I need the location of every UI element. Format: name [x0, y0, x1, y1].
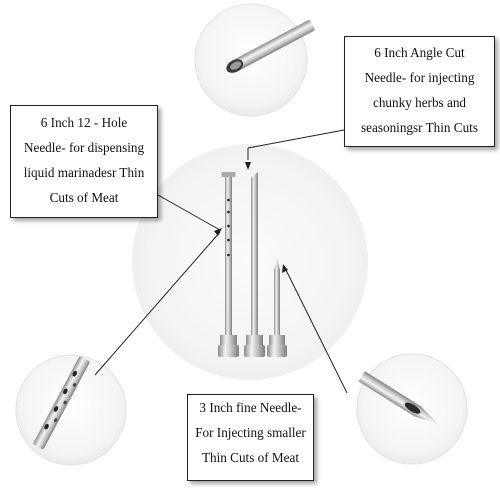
callout-line: Thin Cuts of Meat [201, 450, 300, 465]
angle-cut-needle [244, 172, 265, 357]
twelve-hole-needle [218, 172, 239, 357]
callout-line: Needle- for dispensing [23, 140, 145, 155]
callout-line: Cuts of Meat [49, 190, 119, 205]
callout-line: 3 Inch fine Needle- [199, 400, 302, 415]
twelve-hole-needle-icon [33, 356, 90, 450]
twelve-hole-needle-callout: 6 Inch 12 - Hole Needle- for dispensing … [10, 105, 158, 218]
callout-line: 6 Inch 12 - Hole [40, 115, 128, 130]
callout-line: seasoningsr Thin Cuts [361, 120, 478, 135]
angle-cut-needle-callout: 6 Inch Angle Cut Needle- for injecting c… [344, 36, 495, 147]
callout-line: Needle- for injecting [364, 70, 475, 85]
angle-cut-tip-icon [226, 20, 315, 73]
callout-line: chunky herbs and [372, 95, 467, 110]
callout-line: For Injecting smaller [195, 425, 306, 440]
fine-needle [267, 258, 287, 357]
pointer-lines [94, 129, 348, 394]
callout-line: 6 Inch Angle Cut [374, 45, 465, 60]
fine-tip-icon [358, 371, 438, 424]
pointer-arrows [214, 162, 288, 273]
fine-needle-callout: 3 Inch fine Needle- For Injecting smalle… [187, 394, 314, 481]
twelve-hole-needle-zoom-circle [15, 354, 127, 466]
callout-line: liquid marinadesr Thin [23, 165, 145, 180]
needle-set-photo-backdrop [132, 144, 368, 380]
